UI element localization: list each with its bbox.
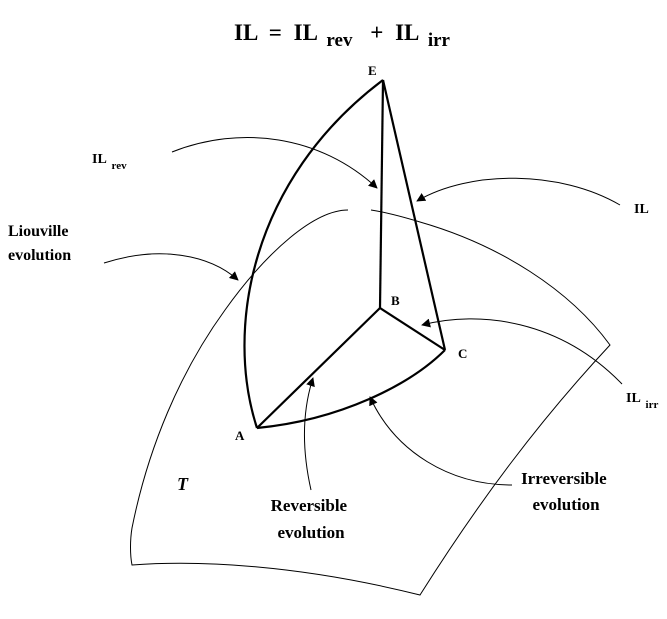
equation-term2-base: IL [395,20,419,45]
label-irreversible-line2: evolution [532,495,600,514]
point-label-A: A [235,428,245,443]
equation-title: IL = IL rev + IL irr [234,20,451,51]
arrow-il-irr [421,318,623,385]
label-il: IL [634,202,649,217]
equation-equals: = [269,20,282,45]
arrow-liouville [103,253,239,281]
equation-plus: + [370,20,383,45]
label-il-rev: IL rev [92,152,127,172]
arrow-il [416,177,621,206]
label-irreversible-evolution: Irreversible evolution [521,469,611,514]
point-label-E: E [368,63,377,78]
label-il-rev-sub: rev [112,160,128,172]
label-reversible-evolution: Reversible evolution [271,496,352,542]
arrow-il-rev [171,137,378,189]
equation-lhs: IL [234,20,258,45]
label-irreversible-line1: Irreversible [521,469,607,488]
label-reversible-line1: Reversible [271,496,348,515]
label-liouville-line2: evolution [8,247,71,264]
label-il-irr-base: IL [626,391,640,406]
label-liouville-evolution: Liouville evolution [8,223,72,264]
label-il-irr-sub: irr [646,399,659,411]
label-reversible-line2: evolution [277,523,345,542]
equation-term2-sub: irr [428,30,451,51]
line-B-C [379,307,446,351]
arrow-reversible [303,377,315,491]
line-B-E [378,79,385,309]
equation-term1-base: IL [294,20,318,45]
label-surface-T: T [177,474,189,494]
point-label-C: C [458,346,467,361]
irreversible-arc [256,349,446,430]
label-liouville-line1: Liouville [8,223,68,240]
equation-term1-sub: rev [326,30,353,51]
point-label-B: B [391,293,400,308]
arrow-irreversible [369,396,513,486]
line-A-B [256,307,381,429]
liouville-arc [243,79,384,429]
label-il-rev-base: IL [92,152,106,167]
label-il-irr: IL irr [626,391,658,411]
line-C-E [381,79,447,351]
surface-T-outline [130,209,611,596]
